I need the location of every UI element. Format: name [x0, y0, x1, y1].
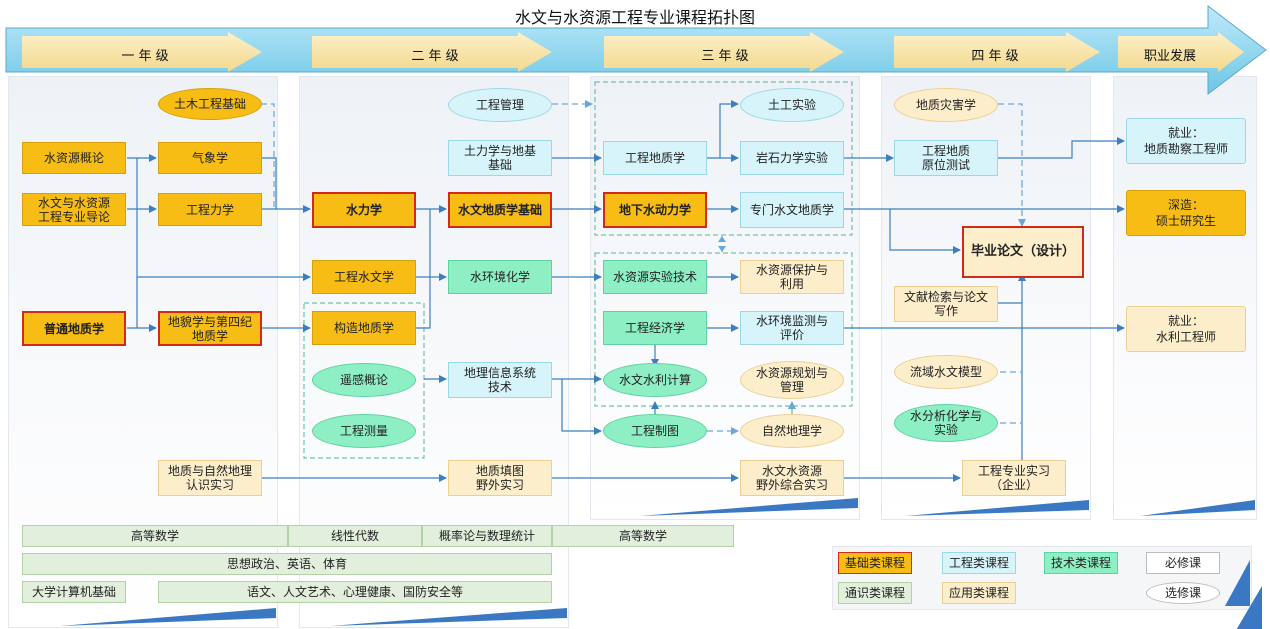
course-jingji: 工程经济学: [603, 311, 707, 345]
legend-applied: 应用类课程: [942, 582, 1016, 604]
course-tugong-shiyan: 土工实验: [740, 88, 844, 122]
legend-required: 必修课: [1146, 552, 1220, 574]
year3-chevron: [604, 32, 844, 72]
course-yanshi-shiyan: 岩石力学实验: [740, 141, 844, 175]
course-guihua: 水资源规划与 管理: [740, 361, 844, 399]
course-dixia-shui: 地下水动力学: [603, 192, 707, 228]
course-zhuanye-shixi: 工程专业实习 （企业）: [962, 460, 1066, 496]
year4-chevron: [894, 32, 1100, 72]
year3-label: 三 年 级: [701, 49, 749, 64]
course-tianbiao: 地质填图 野外实习: [448, 460, 552, 496]
course-shiyan-jishu: 水资源实验技术: [603, 260, 707, 294]
legend-elective: 选修课: [1146, 582, 1220, 604]
course-zonghe-shixi: 水文水资源 野外综合实习: [740, 460, 844, 496]
general-sizheng: 思想政治、英语、体育: [22, 553, 552, 575]
course-dimao: 地貌学与第四纪 地质学: [158, 311, 262, 346]
ribbon-accent: [1140, 500, 1255, 516]
legend-engineering: 工程类课程: [942, 552, 1016, 574]
course-zaihai: 地质灾害学: [894, 88, 998, 122]
career-shuili-gcs: 就业： 水利工程师: [1126, 306, 1246, 352]
page-title: 水文与水资源工程专业课程拓扑图: [514, 8, 755, 27]
year4-label: 四 年 级: [971, 49, 1019, 64]
general-jisuanji: 大学计算机基础: [22, 581, 126, 603]
course-shuiwen-dizhi-jichu: 水文地质学基础: [448, 192, 552, 228]
course-gongcheng-dizhi: 工程地质学: [603, 141, 707, 175]
course-gongcheng-guanli: 工程管理: [448, 88, 552, 122]
course-shuili-jisuan: 水文水利计算: [603, 363, 707, 397]
ribbon-accent: [640, 498, 858, 516]
course-shuili: 水力学: [312, 192, 416, 228]
ribbon-accent: [1236, 586, 1262, 629]
course-jiance: 水环境监测与 评价: [740, 311, 844, 345]
course-wenxian: 文献检索与论文 写作: [894, 286, 998, 322]
career-label: 职业发展: [1143, 49, 1196, 64]
career-chevron: [1118, 32, 1244, 72]
course-zhuanmen-shuiwen: 专门水文地质学: [740, 192, 844, 228]
year3-mid-group-box: [594, 252, 853, 407]
general-yuwen: 语文、人文艺术、心理健康、国防安全等: [158, 581, 552, 603]
course-baohu-liyong: 水资源保护与 利用: [740, 260, 844, 294]
course-shuiziyuan-gailun: 水资源概论: [22, 142, 126, 174]
ribbon-accent: [60, 608, 276, 626]
course-gongcheng-shuiwen: 工程水文学: [312, 260, 416, 294]
year2-group-box: [303, 302, 425, 459]
course-putong-dizhi: 普通地质学: [22, 311, 126, 346]
legend-basic: 基础类课程: [838, 552, 912, 574]
course-tumu: 土木工程基础: [158, 88, 262, 120]
course-lunwen: 毕业论文（设计）: [962, 226, 1084, 278]
course-daolun: 水文与水资源 工程专业导论: [22, 193, 126, 226]
course-qixiang: 气象学: [158, 142, 262, 174]
general-gailv: 概率论与数理统计: [422, 525, 552, 547]
career-shuoshi: 深造： 硕士研究生: [1126, 190, 1246, 236]
ribbon-accent: [1225, 560, 1250, 606]
career-kancha: 就业： 地质勘察工程师: [1126, 118, 1246, 164]
course-zhitu: 工程制图: [603, 414, 707, 448]
year2-chevron: [312, 32, 552, 72]
course-yuanwei: 工程地质 原位测试: [894, 140, 998, 176]
course-gongcheng-lixue: 工程力学: [158, 193, 262, 226]
legend-technical: 技术类课程: [1044, 552, 1118, 574]
course-gouzao: 构造地质学: [312, 311, 416, 345]
year3-top-group-box: [594, 81, 853, 236]
course-shuifenxi: 水分析化学与 实验: [894, 404, 998, 442]
year1-chevron: [22, 32, 262, 72]
course-dizhi-renshi: 地质与自然地理 认识实习: [158, 460, 262, 496]
course-tuli: 土力学与地基 基础: [448, 140, 552, 176]
course-yaogan: 遥感概论: [312, 363, 416, 397]
ribbon-accent: [905, 500, 1089, 516]
general-gaodeng1: 高等数学: [22, 525, 288, 547]
course-shuihuanjing-huaxue: 水环境化学: [448, 260, 552, 294]
course-celiang: 工程测量: [312, 414, 416, 448]
general-xianxing: 线性代数: [288, 525, 422, 547]
general-gaodeng2: 高等数学: [552, 525, 734, 547]
course-liuyu-moxing: 流域水文模型: [894, 355, 998, 389]
year2-label: 二 年 级: [411, 49, 459, 64]
year1-label: 一 年 级: [121, 49, 169, 64]
ribbon-accent: [330, 608, 567, 626]
course-gis: 地理信息系统 技术: [448, 362, 552, 398]
course-ziran-dili: 自然地理学: [740, 414, 844, 448]
legend-general: 通识类课程: [838, 582, 912, 604]
